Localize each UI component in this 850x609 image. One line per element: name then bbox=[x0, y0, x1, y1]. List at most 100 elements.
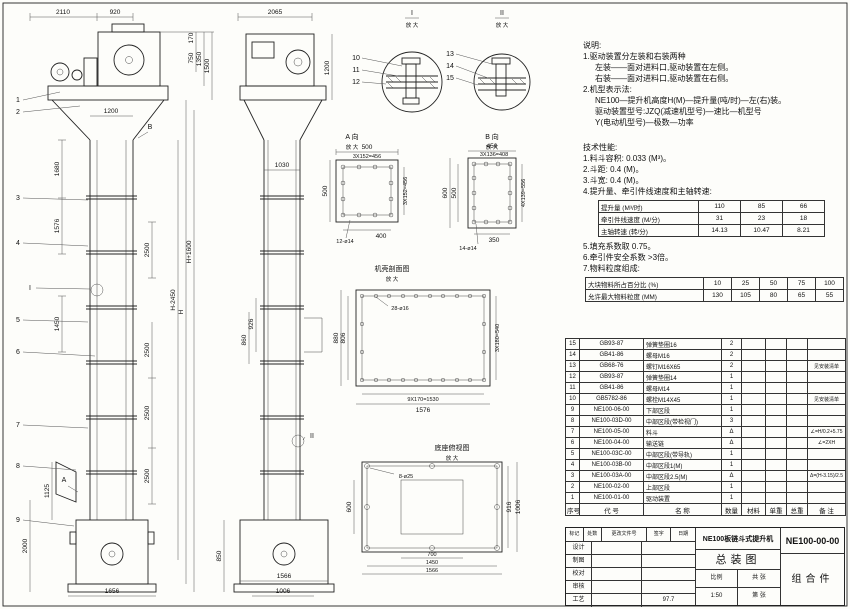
dim-label: H-2450 bbox=[170, 289, 177, 311]
bom-qty: Δ bbox=[721, 437, 742, 449]
dim-label: 916 bbox=[506, 501, 513, 512]
notes-title: 说明: bbox=[583, 41, 602, 50]
title-block-signatures: 标记 处数 更改文件号 签字 日期 设计 制图 bbox=[566, 528, 696, 607]
dim-label: 1576 bbox=[416, 407, 431, 414]
callout: 1 bbox=[16, 97, 20, 104]
detail-view-1: I 放 大 10 11 12 bbox=[352, 10, 443, 113]
tech-line: 6.牵引件安全系数 >3倍。 bbox=[583, 253, 674, 262]
bom-name: 下部区段 bbox=[643, 404, 722, 416]
bom-total-weight bbox=[786, 426, 808, 438]
bom-remark: ∠=H/0.2+5.75 bbox=[807, 426, 846, 438]
note-line: 1.驱动装置分左装和右装两种 bbox=[583, 52, 686, 61]
dim-label: 3X152=456 bbox=[353, 154, 381, 160]
bom-material bbox=[741, 492, 766, 504]
bom-qty: 1 bbox=[721, 448, 742, 460]
hole-note: 28-ø16 bbox=[391, 306, 408, 312]
dim-label: 860 bbox=[241, 334, 248, 345]
tech-specs-block: 技术性能: 1.料斗容积: 0.033 (M³)。 2.斗距: 0.4 (M)。… bbox=[583, 142, 845, 197]
bom-material bbox=[741, 382, 766, 394]
bom-code: GB5782-86 bbox=[579, 393, 644, 405]
performance-row: 牵引件线速度 (M/分) 31 23 18 bbox=[598, 212, 825, 225]
cell: 23 bbox=[740, 212, 783, 225]
bom-no: 11 bbox=[565, 382, 580, 394]
bom-row: 1 NE100-01-00 驱动装置 1 bbox=[565, 492, 846, 504]
bom-total-weight bbox=[786, 382, 808, 394]
bom-no: 9 bbox=[565, 404, 580, 416]
bom-row: 11 GB41-86 螺母M14 1 bbox=[565, 382, 846, 394]
callout: 10 bbox=[352, 55, 360, 62]
dim-label: 500 bbox=[322, 185, 329, 196]
bom-code: NE100-03A-00 bbox=[579, 470, 644, 482]
bom-unit-weight bbox=[765, 426, 787, 438]
bom-header: 材料 bbox=[741, 503, 766, 516]
note-line: 驱动装置型号:JZQ(减速机型号)—速比—机型号 bbox=[595, 107, 762, 116]
dim-label: 850 bbox=[216, 550, 223, 561]
bom-row: 5 NE100-03C-00 中部区段(带导轨) 1 bbox=[565, 448, 846, 460]
bom-no: 15 bbox=[565, 338, 580, 350]
bom-qty: 2 bbox=[721, 338, 742, 350]
dim-label: 2065 bbox=[268, 9, 283, 16]
cell: 提升量 (M³/时) bbox=[598, 200, 699, 213]
bom-row: 2 NE100-02-00 上部区段 1 bbox=[565, 481, 846, 493]
bom-no: 12 bbox=[565, 371, 580, 383]
callout: 12 bbox=[352, 79, 360, 86]
bom-remark: Δ=(H-3.15)/2.5 bbox=[807, 470, 846, 482]
detail-marker: I bbox=[29, 285, 31, 292]
bom-name: 中部区段(带导轨) bbox=[643, 448, 722, 460]
bom-material bbox=[741, 448, 766, 460]
dim-label: H bbox=[178, 309, 185, 314]
view-zoom-label: 放 大 bbox=[486, 143, 499, 151]
bom-name: 驱动装置 bbox=[643, 492, 722, 504]
signature-name bbox=[592, 542, 642, 554]
dim-label: 600 bbox=[346, 501, 353, 512]
cell: 55 bbox=[815, 289, 844, 302]
detail-title: II bbox=[500, 10, 504, 17]
bom-name: 螺母M14 bbox=[643, 382, 722, 394]
bom-name: 中部区段1(M) bbox=[643, 459, 722, 471]
bom-code: NE100-03D-00 bbox=[579, 415, 644, 427]
bom-unit-weight bbox=[765, 393, 787, 405]
detail-marker: II bbox=[310, 433, 314, 440]
tech-line: 5.填充系数取 0.75。 bbox=[583, 242, 656, 251]
side-elevation-view bbox=[233, 33, 335, 593]
dim-label: 170 bbox=[188, 32, 195, 43]
bom-name: 螺钉M16X65 bbox=[643, 360, 722, 372]
dim-label: 2110 bbox=[56, 9, 70, 16]
signature-role: 校对 bbox=[566, 568, 592, 580]
bom-table: 15 GB93-87 弹簧垫圈16 2 14 GB41-86 螺母M16 2 bbox=[565, 338, 846, 516]
bom-no: 5 bbox=[565, 448, 580, 460]
title-block: 标记 处数 更改文件号 签字 日期 设计 制图 bbox=[565, 527, 845, 607]
callout: 4 bbox=[16, 240, 20, 247]
bom-unit-weight bbox=[765, 481, 787, 493]
bom-name: 上部区段 bbox=[643, 481, 722, 493]
signature-name bbox=[592, 568, 642, 580]
bom-code: GB93-87 bbox=[579, 371, 644, 383]
dim-label: 400 bbox=[376, 233, 387, 240]
tech-line: 4.提升量、牵引件线速度和主轴转速: bbox=[583, 187, 712, 196]
casing-section-view: 机壳剖面图 放 大 28-ø16 880 806 3X180=540 9X170… bbox=[333, 264, 501, 414]
dim-label: 1006 bbox=[276, 588, 291, 595]
tech-line: 7.物料粒度组成: bbox=[583, 264, 640, 273]
bom-total-weight bbox=[786, 338, 808, 350]
drawing-number: NE100-00-00 bbox=[781, 528, 844, 554]
bom-remark bbox=[807, 349, 846, 361]
bom-row: 15 GB93-87 弹簧垫圈16 2 bbox=[565, 338, 846, 350]
bom-total-weight bbox=[786, 404, 808, 416]
bom-unit-weight bbox=[765, 437, 787, 449]
bom-unit-weight bbox=[765, 360, 787, 372]
bom-unit-weight bbox=[765, 459, 787, 471]
dim-label: 600 bbox=[442, 187, 449, 198]
cell: 10 bbox=[703, 277, 732, 290]
dim-label: 3X152=456 bbox=[403, 177, 409, 205]
dim-label: 3X136=408 bbox=[480, 152, 508, 158]
dim-label: 3X180=540 bbox=[495, 324, 501, 352]
bom-unit-weight bbox=[765, 349, 787, 361]
callout: 13 bbox=[446, 51, 454, 58]
signature-date bbox=[642, 542, 695, 554]
bom-header: 数量 bbox=[721, 503, 742, 516]
scale-grid: 比例 共 张 1:50 第 张 bbox=[696, 570, 780, 605]
bom-code: NE100-03B-00 bbox=[579, 459, 644, 471]
hole-note: 12-ø14 bbox=[336, 239, 353, 245]
bom-header: 名 称 bbox=[643, 503, 722, 516]
